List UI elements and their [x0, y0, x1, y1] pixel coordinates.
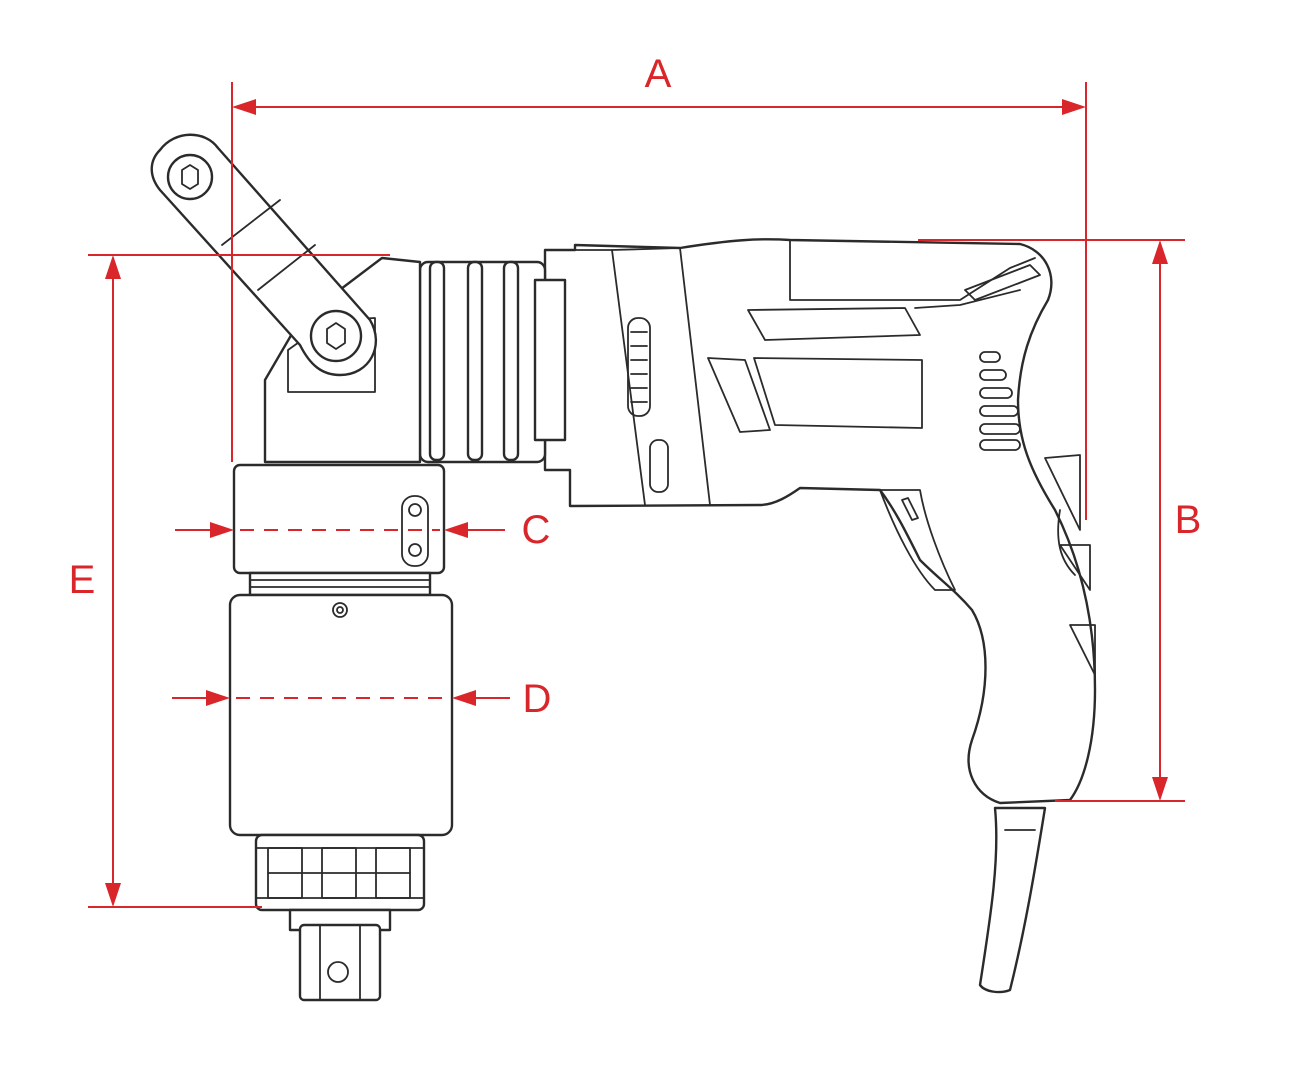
dimension-label-a: A — [645, 52, 672, 96]
ribbed-coupling — [418, 260, 567, 464]
dimension-label-d: D — [523, 677, 552, 721]
dimension-label-e: E — [69, 558, 96, 602]
square-drive — [288, 908, 392, 1002]
power-cord — [978, 806, 1047, 994]
dimension-e: E — [69, 254, 390, 908]
drill-body — [543, 238, 1097, 805]
reaction-collar — [232, 463, 446, 597]
dimension-c: C — [175, 508, 550, 552]
dimension-b: B — [918, 239, 1202, 802]
dimension-a: A — [231, 52, 1087, 520]
dimension-label-b: B — [1175, 498, 1202, 542]
output-housing — [228, 593, 454, 837]
torque-tool-drawing — [150, 133, 1097, 1002]
dimension-lines: A B C D — [69, 52, 1202, 908]
dimension-d: D — [172, 677, 551, 721]
dimension-label-c: C — [522, 508, 551, 552]
splined-nose — [254, 833, 426, 912]
